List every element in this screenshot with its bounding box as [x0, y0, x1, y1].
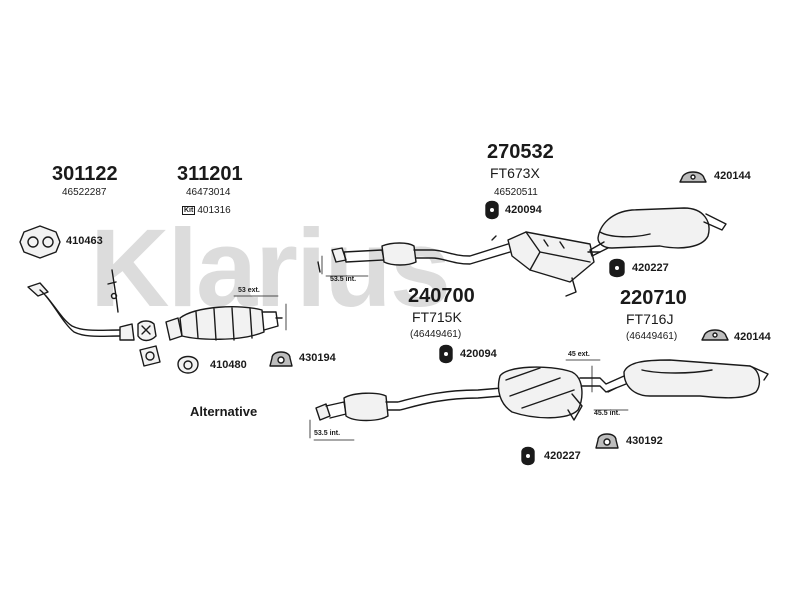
part-301122-number: 301122: [52, 163, 118, 185]
mount-410480-drawing: [139, 345, 161, 367]
part-420094-mid-label: 420094: [460, 348, 497, 360]
part-240700-code: FT715K: [412, 309, 462, 325]
mount-420227-bot-drawing: [521, 446, 535, 466]
clamp-420094-top-drawing: [485, 200, 499, 220]
part-420144-mid-label: 420144: [734, 331, 771, 343]
ring-410480-drawing: [177, 355, 199, 374]
hanger-420144-top-drawing: [679, 171, 707, 183]
measure-53-5-int-top: 53.5 int.: [330, 276, 357, 283]
alternative-label: Alternative: [190, 404, 258, 419]
part-410463-label: 410463: [66, 235, 103, 247]
part-420094-top-label: 420094: [505, 204, 542, 216]
catalyst-311201-drawing: [165, 306, 283, 341]
part-420144-top-label: 420144: [714, 170, 751, 182]
part-311201-oem: 46473014: [186, 187, 231, 198]
mount-430194-drawing: [269, 351, 293, 367]
dim-53-5-int-bot: [309, 419, 355, 441]
part-220710-code: FT716J: [626, 311, 674, 327]
part-420227-bot-label: 420227: [544, 450, 581, 462]
mount-430192-drawing: [595, 433, 619, 449]
dim-53-5-int-top: [321, 255, 369, 277]
gasket-410463-drawing: [19, 225, 61, 259]
measure-53-ext: 53 ext.: [238, 287, 260, 294]
part-311201-number: 311201: [177, 163, 243, 185]
part-270532-number: 270532: [487, 141, 554, 163]
part-270532-oem: 46520511: [494, 187, 538, 198]
kit-number: 401316: [197, 205, 231, 216]
part-430194-label: 430194: [299, 352, 336, 364]
part-220710-number: 220710: [620, 287, 687, 309]
measure-45-ext: 45 ext.: [568, 351, 590, 358]
kit-tag: Kit: [182, 206, 196, 215]
brand-watermark: Klarius: [90, 207, 451, 330]
part-301122-oem: 46522287: [62, 187, 107, 198]
part-240700-oem: (46449461): [410, 329, 462, 340]
part-240700-number: 240700: [408, 285, 475, 307]
part-220710-oem: (46449461): [626, 331, 678, 342]
measure-45-5-int: 45.5 int.: [594, 410, 621, 417]
intermediate-270532-drawing: [317, 231, 601, 297]
mount-420227-top-drawing: [609, 258, 625, 278]
front-pipe-301122-drawing: [27, 269, 157, 342]
clamp-420094-mid-drawing: [439, 344, 453, 364]
part-430192-label: 430192: [626, 435, 663, 447]
rear-silencer-220710-drawing: [589, 207, 727, 257]
hanger-420144-mid-drawing: [701, 329, 729, 341]
dim-45: [565, 359, 629, 411]
part-270532-code: FT673X: [490, 165, 540, 181]
part-410480-label: 410480: [210, 359, 247, 371]
dim-53-ext: [233, 295, 287, 331]
alternative-system-drawing: [315, 359, 769, 422]
measure-53-5-int-bottom: 53.5 int.: [314, 430, 341, 437]
part-420227-top-label: 420227: [632, 262, 669, 274]
